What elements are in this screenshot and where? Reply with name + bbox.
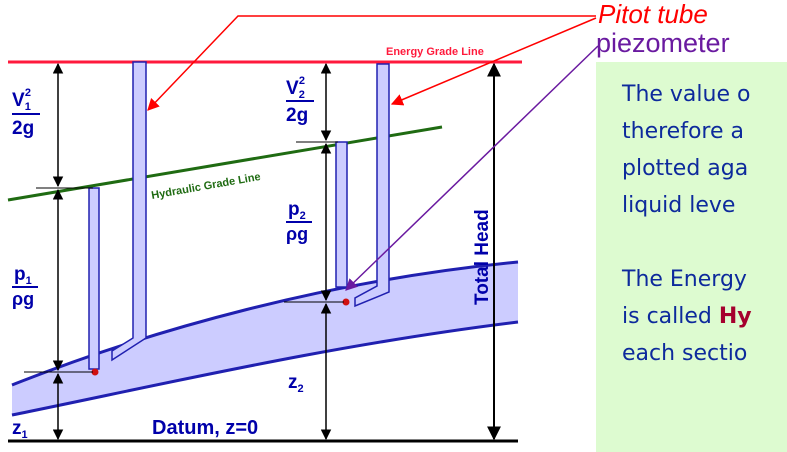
note-line-3: plotted aga bbox=[622, 156, 749, 181]
note-line-6: is called Hy bbox=[622, 298, 787, 335]
note-line-4: liquid leve bbox=[622, 193, 736, 218]
total-head-label: Total Head bbox=[472, 209, 493, 305]
pipe-bottom-edge bbox=[11, 320, 519, 417]
note-line-7: each sectio bbox=[622, 341, 748, 366]
v1-label: V12 bbox=[12, 87, 31, 113]
piezometer-arrow bbox=[345, 45, 599, 291]
v2-label: V22 bbox=[286, 75, 305, 101]
piezometer-tube-2 bbox=[335, 141, 348, 288]
note-spacer bbox=[622, 224, 787, 261]
p2-denominator: ρg bbox=[286, 224, 308, 244]
explanation-panel: The value o therefore a plotted aga liqu… bbox=[596, 62, 787, 452]
pitot-tube-label: Pitot tube bbox=[598, 0, 708, 29]
z1-label: z1 bbox=[12, 418, 28, 441]
energy-grade-line-label: Energy Grade Line bbox=[386, 46, 484, 58]
note-line-6-bold: Hy bbox=[718, 304, 752, 329]
z2-label: z2 bbox=[288, 372, 304, 395]
note-line-2: therefore a bbox=[622, 119, 744, 144]
piezometer-label: piezometer bbox=[596, 28, 730, 58]
p1-label: p1 bbox=[14, 264, 32, 287]
datum-label: Datum, z=0 bbox=[152, 417, 258, 439]
point-1 bbox=[91, 368, 99, 376]
note-line-5: The Energy bbox=[622, 267, 747, 292]
point-2 bbox=[342, 298, 350, 306]
pitot-tube-2 bbox=[354, 63, 390, 308]
pipe bbox=[12, 262, 518, 415]
v1-denominator: 2g bbox=[12, 118, 34, 139]
pitot-arrow-2 bbox=[390, 17, 597, 106]
pipe-top-edge bbox=[11, 260, 519, 387]
p2-label: p2 bbox=[288, 199, 306, 222]
pitot-arrow bbox=[147, 15, 596, 111]
p1-denominator: ρg bbox=[12, 289, 34, 309]
note-line-1: The value o bbox=[622, 82, 751, 107]
piezometer-tube-1 bbox=[88, 187, 100, 370]
note-line-6-text: is called bbox=[622, 304, 719, 329]
v2-denominator: 2g bbox=[286, 105, 308, 126]
hydraulic-grade-line-label: Hydraulic Grade Line bbox=[150, 171, 261, 202]
pitot-tube-1 bbox=[111, 61, 147, 362]
